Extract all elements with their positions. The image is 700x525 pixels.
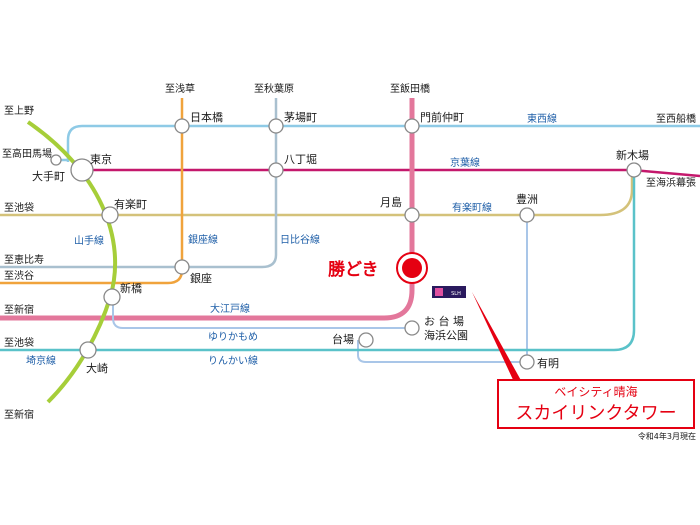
dest-takadanobaba: 至高田馬場: [2, 147, 52, 160]
dest-ebisu: 至恵比寿: [4, 253, 44, 266]
station-toyosu: 豊洲: [516, 193, 538, 206]
stations: [50, 118, 642, 370]
station-shinkiba: 新木場: [616, 148, 649, 162]
pointer-arrow: [472, 292, 523, 384]
label-saikyo: 埼京線: [26, 354, 56, 367]
building-marker-icon: SLH: [432, 286, 466, 298]
station-tokyo-marker: [70, 158, 94, 182]
property-name-line2: スカイリンクタワー: [515, 403, 676, 424]
station-ariake: 有明: [537, 356, 559, 370]
dest-ikebukuro-1: 至池袋: [4, 201, 34, 214]
label-ginza: 銀座線: [188, 233, 218, 246]
dest-asakusa: 至浅草: [165, 82, 195, 95]
dest-shinjuku-2: 至新宿: [4, 408, 34, 421]
svg-text:SLH: SLH: [451, 291, 461, 297]
station-otemachi: 大手町: [32, 169, 65, 183]
label-hibiya: 日比谷線: [280, 233, 320, 246]
kachidoki-highlight: [396, 252, 428, 284]
station-nihombashi-marker: [174, 118, 190, 134]
dest-nishifunabashi: 至西船橋: [656, 112, 696, 125]
dest-ueno: 至上野: [4, 105, 34, 117]
label-yamanote: 山手線: [74, 234, 104, 247]
station-ariake-marker: [519, 354, 535, 370]
station-kayabacho: 茅場町: [284, 111, 317, 124]
label-yurakucho: 有楽町線: [452, 201, 492, 214]
station-daiba-marker: [358, 332, 374, 348]
station-osaki: 大崎: [86, 361, 108, 375]
station-hatchobori-marker: [268, 162, 284, 178]
dest-shinjuku-1: 至新宿: [4, 303, 34, 316]
label-tozai: 東西線: [527, 112, 557, 125]
station-odaiba-marker: [404, 320, 420, 336]
station-nihombashi: 日本橋: [190, 110, 223, 124]
station-yurakucho-marker: [101, 206, 119, 224]
station-hatchobori: 八丁堀: [284, 153, 317, 166]
station-monzen-marker: [404, 118, 420, 134]
station-monzen: 門前仲町: [420, 110, 464, 124]
station-kachidoki: 勝どき: [328, 259, 379, 280]
dest-ikebukuro-2: 至池袋: [4, 336, 34, 349]
station-odaiba-1: お 台 場: [424, 314, 464, 328]
station-takadanobaba-marker: [50, 154, 62, 166]
hibiya-line: [0, 98, 278, 269]
rail-lines: [0, 98, 700, 404]
label-rinkai: りんかい線: [208, 354, 258, 367]
dest-kaihinmakuhari: 至海浜幕張: [646, 176, 696, 189]
station-tsukishima: 月島: [380, 195, 402, 209]
property-callout-box: [497, 379, 695, 429]
label-yurikamome: ゆりかもめ: [208, 331, 258, 343]
station-toyosu-marker: [519, 207, 535, 223]
station-osaki-marker: [79, 341, 97, 359]
tozai-line: [66, 124, 700, 162]
rinkai-line: [0, 172, 636, 352]
oedo-line: [0, 98, 415, 321]
dest-akihabara: 至秋葉原: [254, 82, 294, 95]
station-kayabacho-marker: [268, 118, 284, 134]
station-shimbashi-marker: [103, 288, 121, 306]
dest-iidabashi: 至飯田橋: [390, 82, 430, 95]
station-daiba: 台場: [332, 332, 354, 346]
property-name-line1: ベイシティ晴海: [554, 384, 637, 399]
station-shimbashi: 新橋: [120, 281, 142, 295]
yurakucho-line: [0, 172, 634, 217]
label-keiyo: 京葉線: [450, 156, 480, 169]
yurikamome-line: [112, 215, 528, 363]
station-odaiba-2: 海浜公園: [424, 328, 468, 342]
station-shinkiba-marker: [626, 162, 642, 178]
keiyo-line: [82, 168, 700, 178]
label-oedo: 大江戸線: [210, 302, 250, 315]
station-tsukishima-marker: [404, 207, 420, 223]
station-ginza: 銀座: [190, 271, 212, 285]
station-yurakucho: 有楽町: [114, 197, 147, 211]
station-ginza-marker: [174, 259, 190, 275]
dest-shibuya: 至渋谷: [4, 269, 34, 282]
as-of-note: 令和4年3月現在: [638, 431, 696, 441]
station-tokyo: 東京: [90, 152, 112, 166]
